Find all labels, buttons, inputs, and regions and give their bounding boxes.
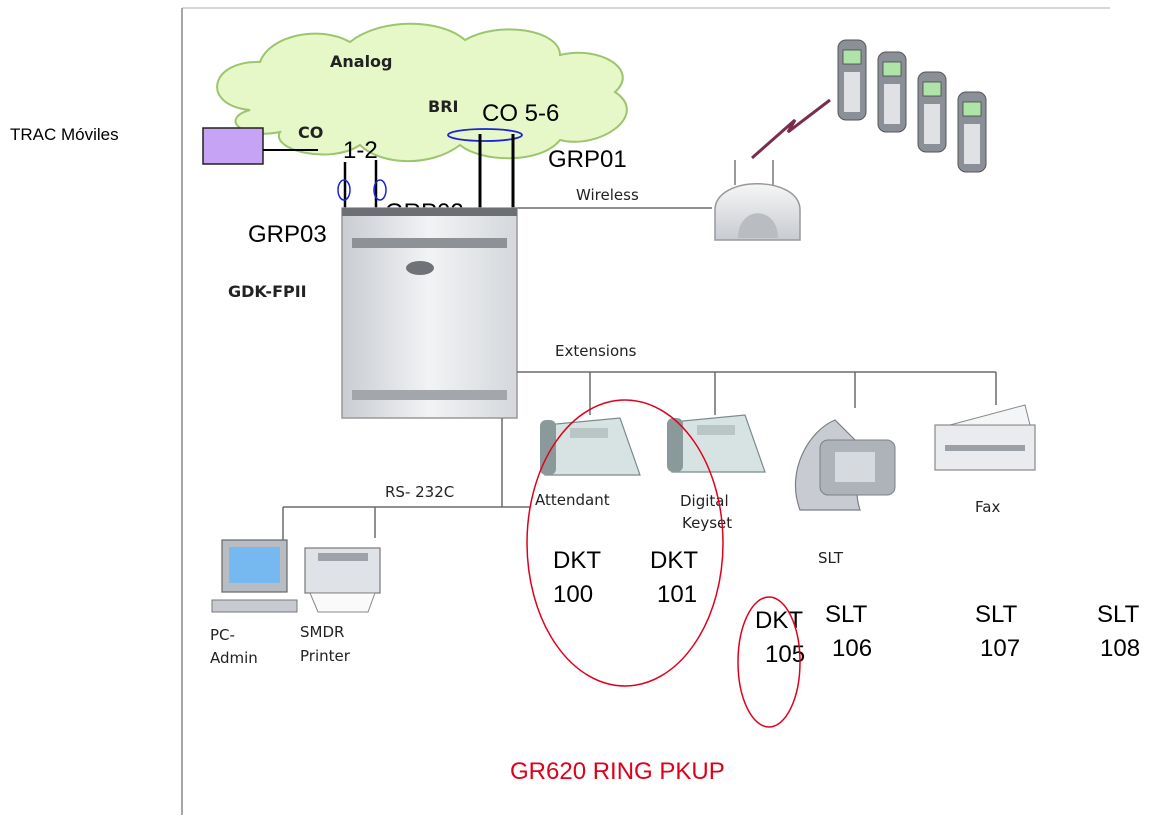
grp02-ellipse bbox=[373, 179, 387, 201]
ring-group-label: GR620 RING PKUP bbox=[510, 758, 725, 785]
grp03-ellipse bbox=[337, 179, 351, 201]
wireless-base-station bbox=[714, 160, 801, 241]
attendant-phone bbox=[540, 417, 641, 476]
attendant-label: Attendant bbox=[535, 491, 610, 509]
grp03-label: GRP03 bbox=[248, 221, 327, 248]
rs232c-label: RS- 232C bbox=[385, 483, 454, 501]
dkt-101-type: DKT bbox=[650, 547, 698, 574]
pc-label: PC- bbox=[210, 626, 235, 644]
admin-label: Admin bbox=[210, 649, 258, 667]
pbx-cabinet bbox=[341, 207, 518, 419]
slt-107-type: SLT bbox=[975, 601, 1018, 628]
slt-106-type: SLT bbox=[825, 601, 868, 628]
grp01-label: GRP01 bbox=[548, 146, 627, 173]
keyset-label: Keyset bbox=[682, 514, 732, 532]
slt-108-type: SLT bbox=[1097, 601, 1140, 628]
radio-signal-bolt bbox=[751, 98, 831, 160]
dkt-101-number: 101 bbox=[657, 581, 697, 608]
grp01-ellipse bbox=[447, 128, 523, 142]
extensions-label: Extensions bbox=[555, 342, 637, 360]
wireless-label: Wireless bbox=[576, 186, 639, 204]
slt-device-label: SLT bbox=[818, 549, 844, 567]
trac-moviles-box bbox=[202, 127, 264, 165]
fax-machine bbox=[934, 404, 1036, 471]
pc-admin-computer bbox=[211, 539, 298, 613]
gdk-fpii-label: GDK-FPII bbox=[228, 282, 307, 301]
co-one-two-label: 1-2 bbox=[343, 137, 378, 164]
printer-label: Printer bbox=[300, 647, 351, 665]
analog-label: Analog bbox=[330, 52, 393, 71]
fax-label: Fax bbox=[975, 498, 1000, 516]
smdr-printer bbox=[304, 547, 381, 613]
slt-106-number: 106 bbox=[832, 635, 872, 662]
smdr-label: SMDR bbox=[300, 623, 344, 641]
dkt-100-number: 100 bbox=[553, 581, 593, 608]
slt-108-number: 108 bbox=[1100, 635, 1140, 662]
trac-moviles-label: TRAC Móviles bbox=[10, 125, 119, 144]
digital-keyset-phone bbox=[667, 414, 766, 473]
slt-phone bbox=[794, 419, 896, 511]
ring-pickup-ellipse-105 bbox=[737, 596, 801, 728]
slt-107-number: 107 bbox=[980, 635, 1020, 662]
bri-label: BRI bbox=[428, 97, 458, 116]
co-five-six-label: CO 5-6 bbox=[482, 100, 559, 127]
network-cloud bbox=[216, 22, 628, 163]
digital-label: Digital bbox=[680, 492, 729, 510]
dkt-100-type: DKT bbox=[553, 547, 601, 574]
ring-pickup-ellipse-main bbox=[526, 399, 724, 687]
co-label: CO bbox=[298, 123, 323, 142]
dect-handsets bbox=[837, 39, 987, 173]
